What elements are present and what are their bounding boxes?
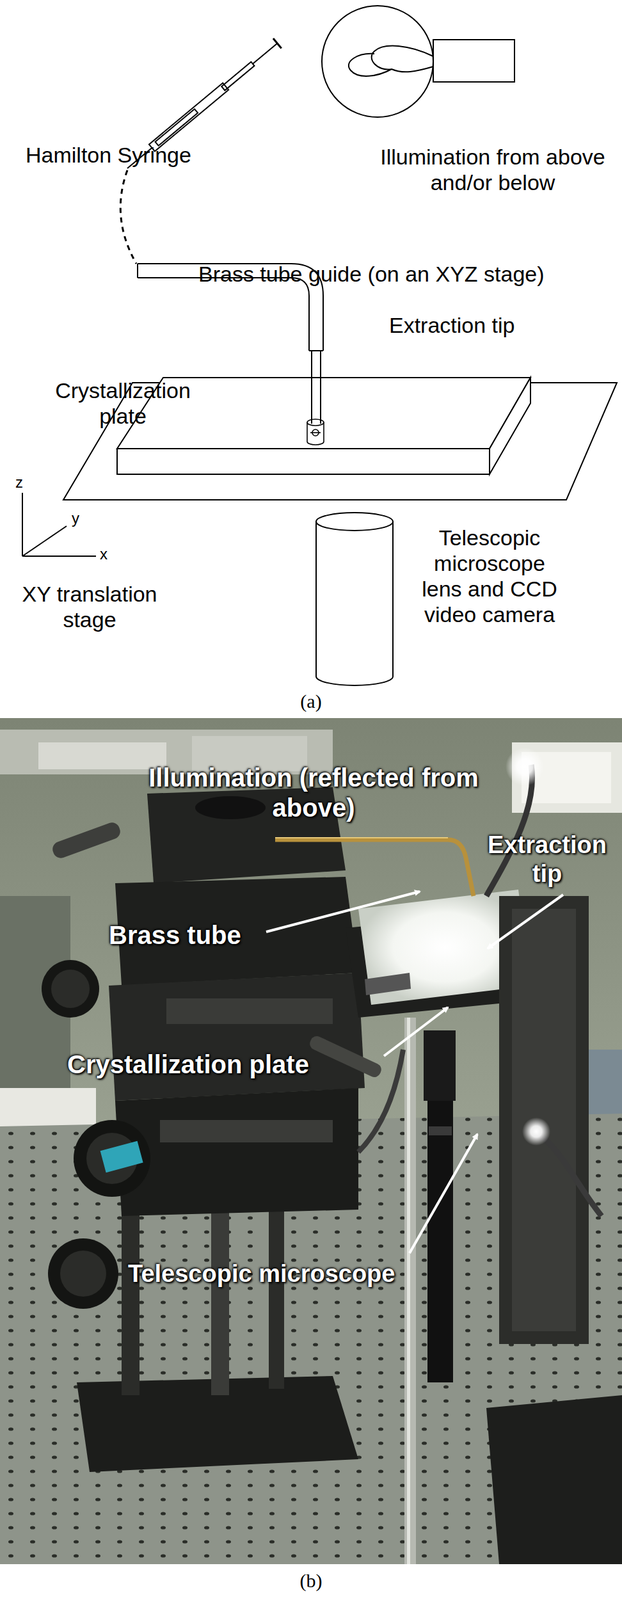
leader-arrows [383, 1007, 448, 1056]
photograph [73, 1119, 151, 1197]
photograph [406, 1017, 411, 1564]
hamilton-syringe [155, 108, 199, 146]
photograph [275, 837, 448, 839]
crystallization-well [307, 419, 324, 445]
photograph [108, 972, 365, 1101]
axes [22, 555, 96, 557]
photograph [115, 1087, 359, 1216]
crystallization-well [307, 441, 324, 445]
telescopic-microscope [316, 512, 393, 686]
telescopic-microscope [316, 521, 393, 686]
photograph [60, 1250, 107, 1297]
telescopic-microscope [316, 512, 393, 531]
hamilton-syringe [273, 38, 282, 48]
crystallization-well [306, 422, 308, 442]
photograph [275, 839, 474, 896]
axis-label: z [15, 473, 35, 492]
part-label: Extraction tip [389, 312, 582, 338]
photograph [159, 1119, 333, 1143]
photograph [522, 1117, 551, 1146]
light-bulb [321, 5, 515, 118]
crystallization-well [307, 419, 324, 426]
photograph [364, 972, 411, 996]
axis-label: y [71, 509, 91, 528]
brass-tube-guide [311, 350, 321, 424]
photograph [505, 747, 544, 786]
part-label: XY translation stage [9, 581, 170, 633]
photograph [423, 1030, 456, 1101]
panel-label: (b) [279, 1569, 343, 1592]
hamilton-syringe [149, 83, 229, 152]
light-bulb [321, 5, 434, 118]
photograph [0, 717, 622, 1564]
photograph [47, 1238, 119, 1309]
photograph [0, 717, 622, 1564]
part-label: Telescopic microscope lens and CCD video… [412, 524, 567, 628]
photograph [0, 1087, 96, 1127]
photograph [195, 796, 266, 820]
photo-label: Brass tube [108, 920, 276, 951]
crystallization-well [323, 422, 325, 442]
photo-label: Illumination (reflected from above) [134, 762, 493, 823]
photograph [427, 1100, 454, 1383]
crystallization-well [310, 431, 321, 434]
flexible-tubing [120, 170, 137, 264]
photograph [38, 742, 167, 770]
light-bulb [348, 46, 434, 77]
photograph [166, 998, 333, 1024]
photograph [51, 969, 90, 1008]
panel-label: (a) [279, 689, 343, 713]
photograph [499, 895, 589, 1344]
photo-label: Extraction tip [474, 830, 620, 889]
leader-arrows [487, 894, 564, 949]
part-label: Illumination from above and/or below [371, 143, 615, 196]
photograph [537, 1132, 602, 1216]
brass-tube-guide [136, 263, 139, 278]
photograph [307, 1034, 384, 1080]
part-label: Crystallization plate [33, 377, 213, 429]
axis-label: x [99, 545, 120, 564]
photograph [404, 1017, 416, 1564]
hamilton-syringe [221, 62, 255, 91]
leader-arrows [266, 891, 564, 1253]
photograph [50, 820, 123, 861]
crystallization-plate [117, 448, 490, 475]
crystallization-plate [489, 377, 531, 475]
photograph [511, 908, 576, 1332]
axes [22, 492, 96, 557]
photograph [486, 1395, 622, 1564]
photograph [100, 1140, 144, 1173]
light-bulb [433, 39, 515, 82]
photo-label: Telescopic microscope [127, 1259, 461, 1289]
hamilton-syringe [252, 43, 278, 64]
photograph [428, 1126, 452, 1136]
axes [21, 492, 24, 557]
photograph [358, 1049, 404, 1152]
photograph [41, 959, 100, 1018]
axes [22, 526, 67, 557]
leader-arrows [266, 891, 420, 932]
photograph [268, 1203, 285, 1389]
brass-tube-guide [137, 277, 310, 351]
photograph [211, 1203, 230, 1396]
part-label: Hamilton Syringe [25, 142, 231, 168]
photograph [121, 1203, 140, 1396]
photo-label: Crystallization plate [67, 1049, 388, 1080]
part-label: Brass tube guide (on an XYZ stage) [198, 261, 615, 287]
leader-arrows [409, 1133, 478, 1253]
